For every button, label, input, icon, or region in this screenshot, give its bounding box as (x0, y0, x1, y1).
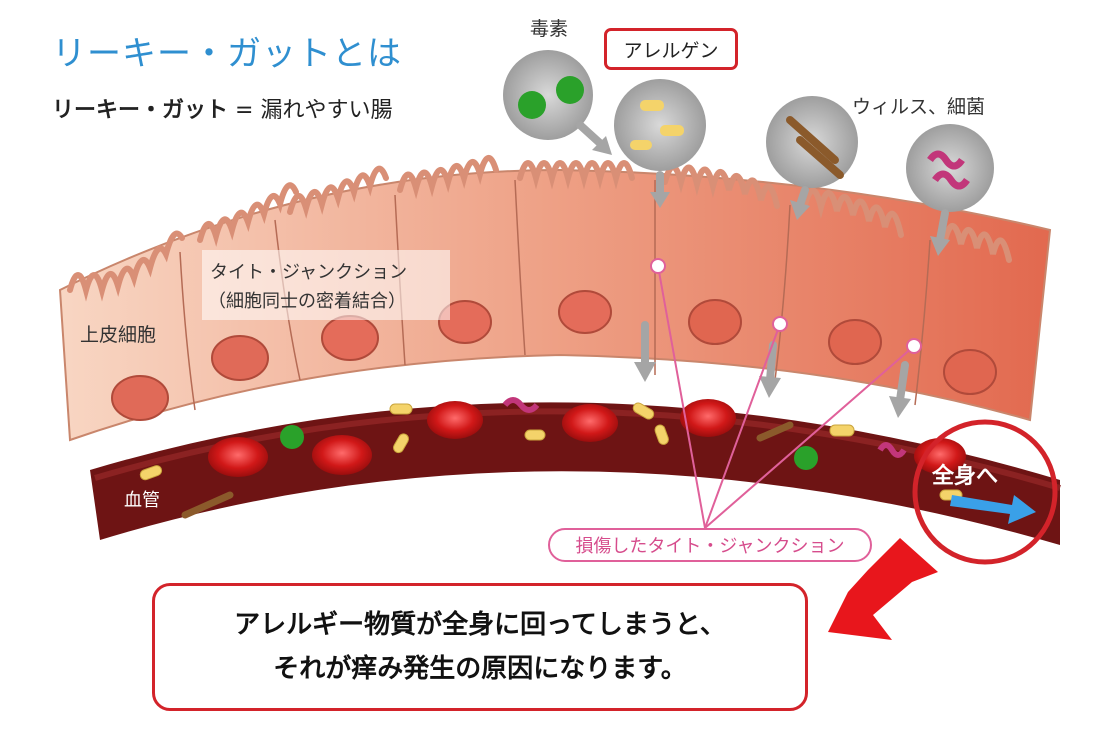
page-subtitle: リーキー・ガット = 漏れやすい腸 (52, 92, 392, 124)
bacteria-circle (766, 96, 858, 188)
label-tight-junction: タイト・ジャンクション (210, 262, 408, 283)
label-damaged-junction: 損傷したタイト・ジャンクション (548, 528, 872, 562)
label-epithelial-cell: 上皮細胞 (80, 324, 157, 346)
virus-circle (906, 124, 994, 212)
label-whole-body: 全身へ (932, 464, 999, 489)
subtitle-equals: = (228, 98, 261, 123)
toxin-circle (503, 50, 593, 140)
label-virus-bacteria: ウィルス、細菌 (852, 96, 986, 118)
subtitle-meaning: 漏れやすい腸 (260, 98, 393, 123)
message-line-2: それが痒み発生の原因になります。 (273, 654, 687, 684)
message-line-1: アレルギー物質が全身に回ってしまうと、 (234, 610, 726, 640)
cell-nuclei (111, 290, 997, 421)
label-tight-junction-desc: （細胞同士の密着結合） (208, 291, 406, 312)
subtitle-term: リーキー・ガット (52, 98, 229, 123)
gray-arrows (576, 121, 950, 418)
bacteria-particles (181, 421, 794, 519)
virus-particles (280, 425, 818, 470)
label-toxin: 毒素 (530, 18, 569, 40)
microvilli (67, 155, 1012, 302)
tight-junction-label-bg (202, 250, 450, 320)
allergen-text: アレルゲン (623, 39, 719, 62)
epithelial-cells (58, 155, 1052, 442)
whole-body-highlight (912, 419, 1058, 565)
allergen-particles (139, 402, 963, 501)
red-blood-cells (208, 399, 966, 477)
allergen-circle (614, 79, 706, 171)
damaged-junction-pointers (650, 258, 922, 529)
label-allergen: アレルゲン (604, 28, 738, 70)
page-title: リーキー・ガットとは (52, 34, 402, 74)
pink-bacteria (502, 397, 907, 458)
blood-vessel (90, 397, 1061, 545)
red-arrow (828, 538, 938, 640)
label-blood-vessel: 血管 (124, 490, 160, 511)
damaged-junction-text: 損傷したタイト・ジャンクション (575, 536, 845, 557)
message-box: アレルギー物質が全身に回ってしまうと、 それが痒み発生の原因になります。 (152, 583, 808, 711)
